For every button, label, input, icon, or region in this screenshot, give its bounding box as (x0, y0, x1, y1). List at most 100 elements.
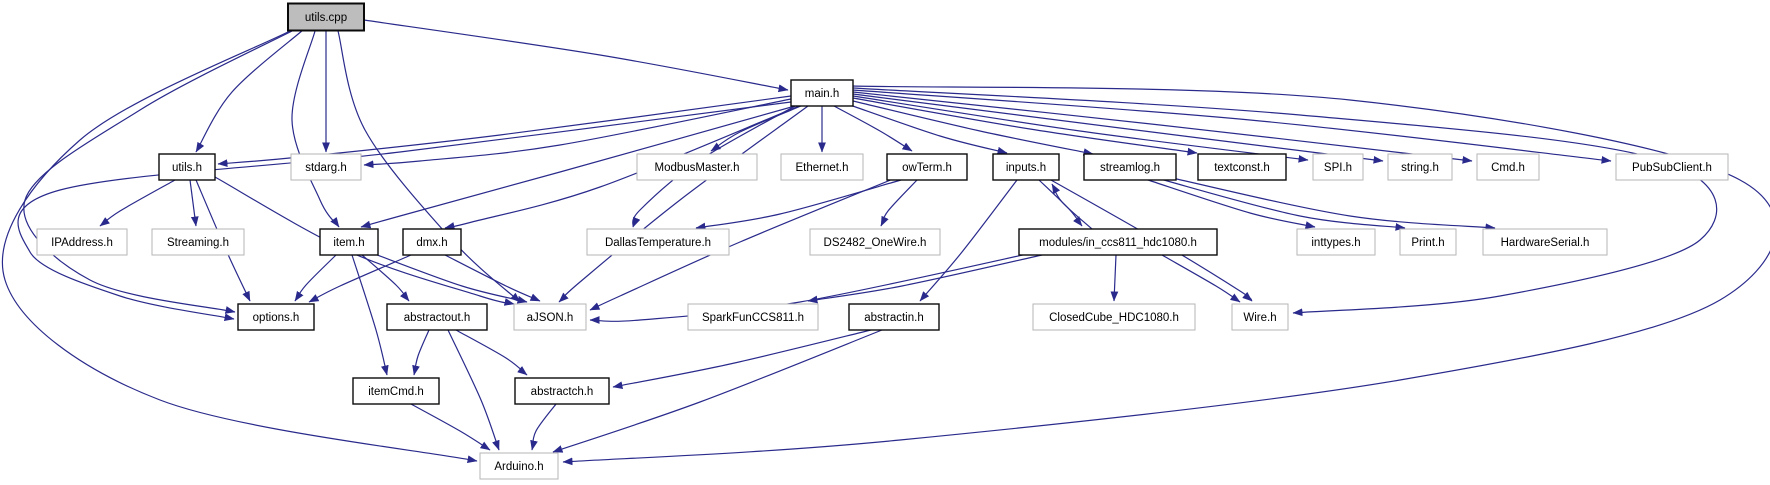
edge-inputs_h-modules_in_ccs811 (1038, 179, 1083, 227)
edge-utils_cpp-main_h (363, 19, 789, 93)
edge-owterm_h-ajson_h (589, 178, 894, 311)
node-abstractch_h[interactable]: abstractch.h (514, 377, 610, 405)
arduino_h-box (479, 452, 559, 480)
edge-main_h-options_h (17, 101, 792, 321)
streaming_h-box (151, 228, 245, 256)
node-spi_h[interactable]: SPI.h (1312, 153, 1364, 181)
edge-utils_cpp-options_h (23, 28, 297, 314)
edge-main_h-dmx_h (444, 105, 800, 230)
edge-main_h-streamlog_h (852, 100, 1094, 156)
abstractch_h-box (514, 377, 610, 405)
options_h-label: options.h (253, 312, 300, 324)
edge-main_h-textconst_h (852, 97, 1198, 156)
ds2482_onewire_h-box (809, 228, 941, 256)
node-inputs_h[interactable]: inputs.h (992, 153, 1060, 181)
node-owterm_h[interactable]: owTerm.h (886, 153, 968, 181)
edge-modules_in_ccs811-wire_h (1161, 254, 1241, 303)
edge-itemcmd_h-arduino_h (410, 403, 491, 451)
edge-main_h-wire_h (852, 87, 1718, 317)
node-streaming_h[interactable]: Streaming.h (151, 228, 245, 256)
abstractin_h-label: abstractin.h (864, 312, 923, 324)
edge-main_h-stdarg_h (363, 98, 792, 169)
utils_h-label: utils.h (172, 162, 202, 174)
abstractout_h-label: abstractout.h (404, 312, 470, 324)
node-abstractin_h[interactable]: abstractin.h (848, 303, 940, 331)
node-pubsubclient_h[interactable]: PubSubClient.h (1615, 153, 1729, 181)
utils_h-box (158, 153, 216, 181)
node-item_h[interactable]: item.h (319, 228, 379, 256)
node-hardwareserial_h[interactable]: HardwareSerial.h (1482, 228, 1608, 256)
node-streamlog_h[interactable]: streamlog.h (1083, 153, 1177, 181)
ajson_h-label: aJSON.h (527, 312, 574, 324)
abstractin_h-box (848, 303, 940, 331)
owterm_h-label: owTerm.h (902, 162, 952, 174)
node-inttypes_h[interactable]: inttypes.h (1296, 228, 1376, 256)
edge-inputs_h-abstractin_h (919, 179, 1018, 302)
dmx_h-box (402, 228, 462, 256)
node-closedcube_hdc1080_h[interactable]: ClosedCube_HDC1080.h (1032, 303, 1196, 331)
node-utils_cpp[interactable]: utils.cpp (287, 2, 365, 32)
node-dallastemperature_h[interactable]: DallasTemperature.h (586, 228, 730, 256)
modbusmaster_h-box (636, 153, 758, 181)
edge-inputs_h-wire_h (1050, 179, 1253, 302)
edge-abstractch_h-arduino_h (530, 403, 557, 451)
node-options_h[interactable]: options.h (237, 303, 315, 331)
node-print_h[interactable]: Print.h (1399, 228, 1457, 256)
edge-streamlog_h-inttypes_h (1147, 179, 1316, 229)
edge-dmx_h-options_h (308, 254, 412, 303)
node-ethernet_h[interactable]: Ethernet.h (780, 153, 864, 181)
edge-utils_cpp-ajson_h (337, 30, 521, 303)
edge-main_h-modbusmaster_h (710, 105, 802, 152)
node-cmd_h[interactable]: Cmd.h (1476, 153, 1540, 181)
spi_h-box (1312, 153, 1364, 181)
inttypes_h-label: inttypes.h (1311, 237, 1360, 249)
node-abstractout_h[interactable]: abstractout.h (386, 303, 488, 331)
print_h-box (1399, 228, 1457, 256)
edge-main_h-spi_h (852, 95, 1309, 163)
spi_h-label: SPI.h (1324, 162, 1352, 174)
pubsubclient_h-label: PubSubClient.h (1632, 162, 1712, 174)
node-modules_in_ccs811[interactable]: modules/in_ccs811_hdc1080.h (1018, 228, 1218, 256)
closedcube_hdc1080_h-label: ClosedCube_HDC1080.h (1049, 312, 1179, 324)
abstractch_h-label: abstractch.h (531, 386, 594, 398)
node-string_h[interactable]: string.h (1387, 153, 1453, 181)
node-ajson_h[interactable]: aJSON.h (513, 303, 587, 331)
node-sparkfunccs811_h[interactable]: SparkFunCCS811.h (687, 303, 819, 331)
sparkfunccs811_h-label: SparkFunCCS811.h (702, 312, 804, 324)
inputs_h-box (992, 153, 1060, 181)
node-dmx_h[interactable]: dmx.h (402, 228, 462, 256)
dmx_h-label: dmx.h (416, 237, 447, 249)
edge-item_h-itemcmd_h (351, 254, 389, 376)
edge-abstractout_h-itemcmd_h (412, 329, 430, 376)
string_h-box (1387, 153, 1453, 181)
node-wire_h[interactable]: Wire.h (1231, 303, 1289, 331)
node-ds2482_onewire_h[interactable]: DS2482_OneWire.h (809, 228, 941, 256)
edge-streamlog_h-print_h (1159, 178, 1406, 231)
edge-main_h-utils_h (217, 95, 792, 168)
edge-abstractout_h-abstractch_h (455, 329, 528, 376)
edge-item_h-options_h (294, 254, 337, 302)
wire_h-label: Wire.h (1243, 312, 1276, 324)
cmd_h-label: Cmd.h (1491, 162, 1525, 174)
edge-main_h-cmd_h (852, 91, 1473, 164)
main_h-label: main.h (805, 88, 840, 100)
edge-utils_h-ipaddress_h (99, 179, 176, 227)
node-modbusmaster_h[interactable]: ModbusMaster.h (636, 153, 758, 181)
modbusmaster_h-label: ModbusMaster.h (654, 162, 739, 174)
pubsubclient_h-box (1615, 153, 1729, 181)
node-stdarg_h[interactable]: stdarg.h (290, 153, 362, 181)
stdarg_h-label: stdarg.h (305, 162, 347, 174)
node-itemcmd_h[interactable]: itemCmd.h (352, 377, 440, 405)
node-main_h[interactable]: main.h (790, 79, 854, 107)
edge-main_h-item_h (360, 105, 796, 229)
options_h-box (237, 303, 315, 331)
node-arduino_h[interactable]: Arduino.h (479, 452, 559, 480)
node-ipaddress_h[interactable]: IPAddress.h (36, 228, 128, 256)
edge-modules_in_ccs811-closedcube_hdc1080_h (1110, 254, 1119, 302)
edge-utils_h-ajson_h (214, 176, 515, 306)
node-utils_h[interactable]: utils.h (158, 153, 216, 181)
node-textconst_h[interactable]: textconst.h (1197, 153, 1287, 181)
print_h-label: Print.h (1411, 237, 1444, 249)
